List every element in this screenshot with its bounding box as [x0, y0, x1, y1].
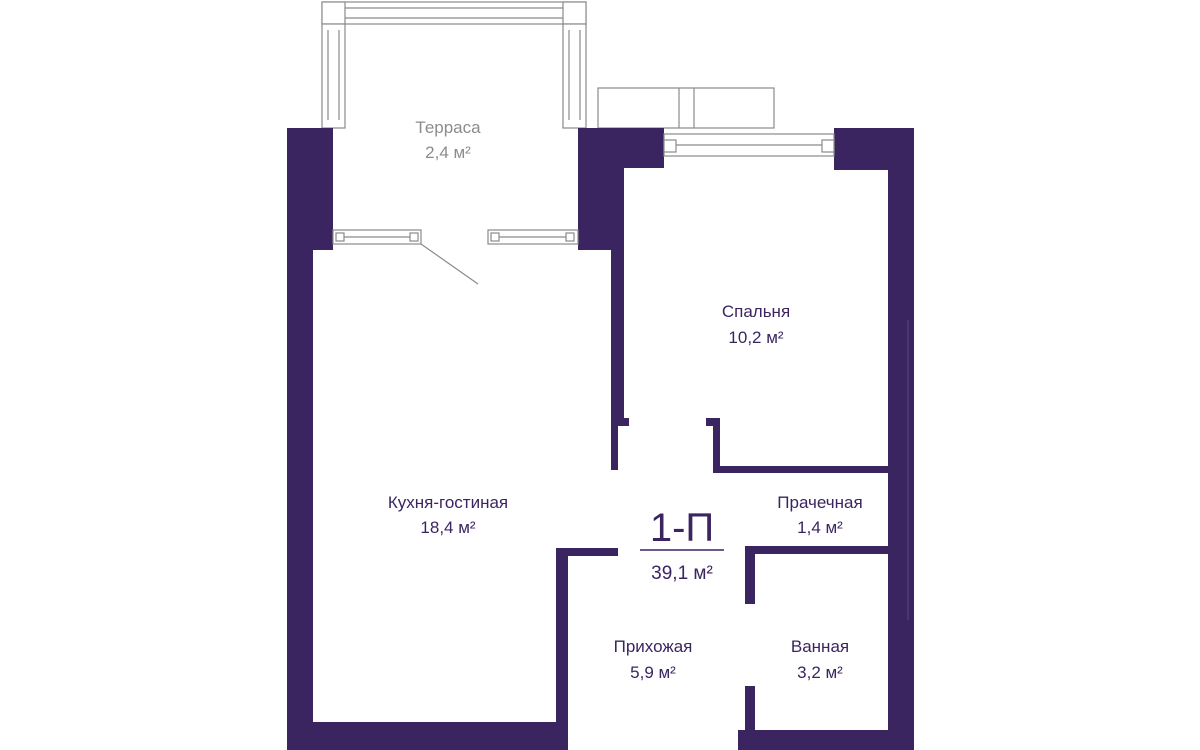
- room-laundry: Прачечная 1,4 м²: [777, 493, 862, 537]
- exterior-walls: [287, 128, 914, 750]
- room-kitchen-living-area: 18,4 м²: [420, 518, 475, 537]
- room-terrace-name: Терраса: [415, 118, 481, 137]
- room-kitchen-living-name: Кухня-гостиная: [388, 493, 508, 512]
- apartment-code: 1-П: [650, 506, 714, 550]
- room-hallway: Прихожая 5,9 м²: [614, 637, 693, 682]
- bedroom-window: [663, 133, 835, 157]
- room-bathroom-name: Ванная: [791, 637, 849, 656]
- room-bedroom-area: 10,2 м²: [728, 328, 783, 347]
- apartment-badge: 1-П 39,1 м²: [640, 506, 724, 584]
- room-terrace-area: 2,4 м²: [425, 143, 471, 162]
- terrace-railing: [321, 1, 587, 129]
- terrace-door-left: [332, 229, 422, 245]
- room-bathroom-area: 3,2 м²: [797, 663, 843, 682]
- room-kitchen-living: Кухня-гостиная 18,4 м²: [388, 493, 508, 537]
- room-laundry-area: 1,4 м²: [797, 518, 843, 537]
- room-bedroom: Спальня 10,2 м²: [722, 302, 790, 347]
- room-laundry-name: Прачечная: [777, 493, 862, 512]
- room-bathroom: Ванная 3,2 м²: [791, 637, 849, 682]
- bedroom-balcony: [597, 87, 775, 129]
- interior-walls: [556, 168, 893, 750]
- room-hallway-name: Прихожая: [614, 637, 693, 656]
- room-bedroom-name: Спальня: [722, 302, 790, 321]
- room-hallway-area: 5,9 м²: [630, 663, 676, 682]
- terrace-door-right: [487, 229, 579, 245]
- terrace-door-swing: [420, 243, 479, 285]
- room-terrace: Терраса 2,4 м²: [415, 118, 481, 162]
- apartment-total-area: 39,1 м²: [651, 563, 713, 584]
